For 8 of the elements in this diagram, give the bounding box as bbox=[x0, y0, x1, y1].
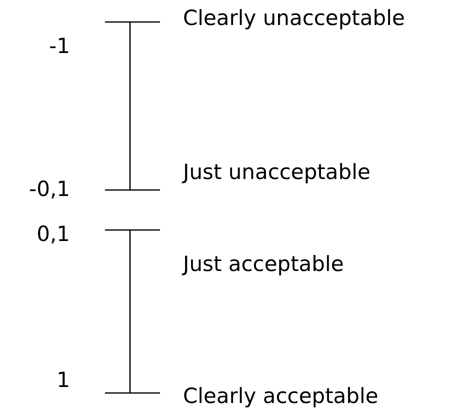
scale-value: 1 bbox=[56, 368, 70, 392]
scale-label: Clearly unacceptable bbox=[183, 6, 405, 30]
scale-label: Just acceptable bbox=[183, 252, 344, 276]
scale-value: -0,1 bbox=[29, 177, 70, 201]
scale-label: Just unacceptable bbox=[183, 160, 370, 184]
scale-value: -1 bbox=[49, 34, 70, 58]
scale-label: Clearly acceptable bbox=[183, 384, 378, 408]
scale-value: 0,1 bbox=[36, 222, 70, 246]
